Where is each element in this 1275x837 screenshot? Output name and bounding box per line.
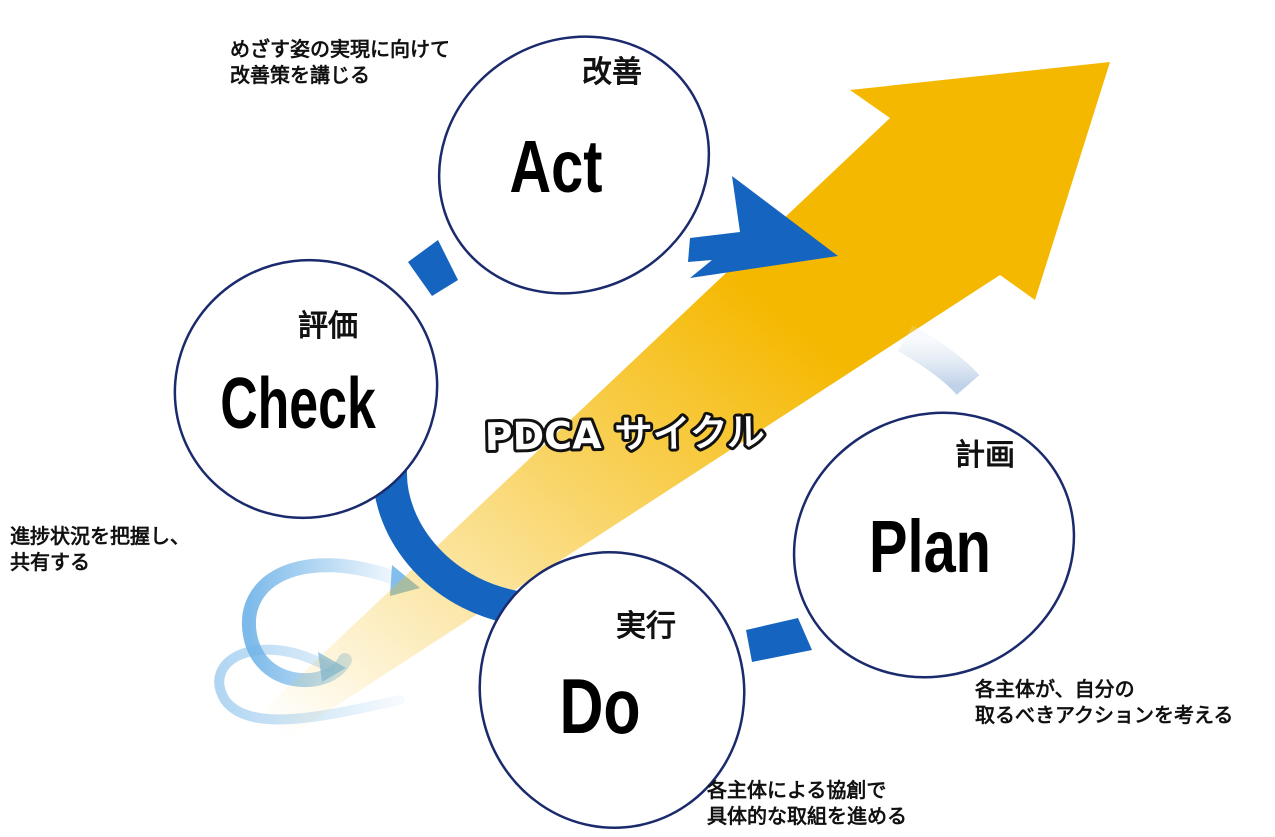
check-jp-label: 評価 [298,309,358,344]
plan-node: 計画 Plan [792,411,1076,679]
do-en-label: Do [559,663,640,750]
act-note-line-2: 改善策を講じる [230,63,370,87]
cycle-arc-faint [897,324,980,396]
act-en-label: Act [509,126,602,209]
plan-note-line-2: 取るべきアクションを考える [975,703,1234,727]
check-en-label: Check [220,364,376,444]
do-node: 実行 Do [478,551,746,829]
act-note: めざす姿の実現に向けて 改善策を講じる [230,36,450,88]
plan-note-line-1: 各主体が、自分の [975,677,1135,701]
do-note: 各主体による協創で 具体的な取組を進める [707,777,907,829]
act-to-improve-arrow [688,176,838,278]
act-note-line-1: めざす姿の実現に向けて [230,37,450,61]
act-jp-label: 改善 [582,55,642,90]
diagram-title: PDCA サイクル [484,410,765,459]
do-jp-label: 実行 [616,609,676,644]
plan-note: 各主体が、自分の 取るべきアクションを考える [975,676,1233,728]
cycle-arcs [372,240,812,662]
check-note-line-2: 共有する [10,550,90,574]
check-node: 評価 Check [173,258,439,520]
check-note-line-1: 進捗状況を把握し、 [10,524,190,548]
plan-jp-label: 計画 [955,438,1015,473]
plan-en-label: Plan [869,506,991,589]
act-node: 改善 Act [437,35,711,295]
check-note: 進捗状況を把握し、 共有する [10,523,190,575]
do-note-line-2: 具体的な取組を進める [707,804,907,828]
do-note-line-1: 各主体による協創で [707,778,887,802]
